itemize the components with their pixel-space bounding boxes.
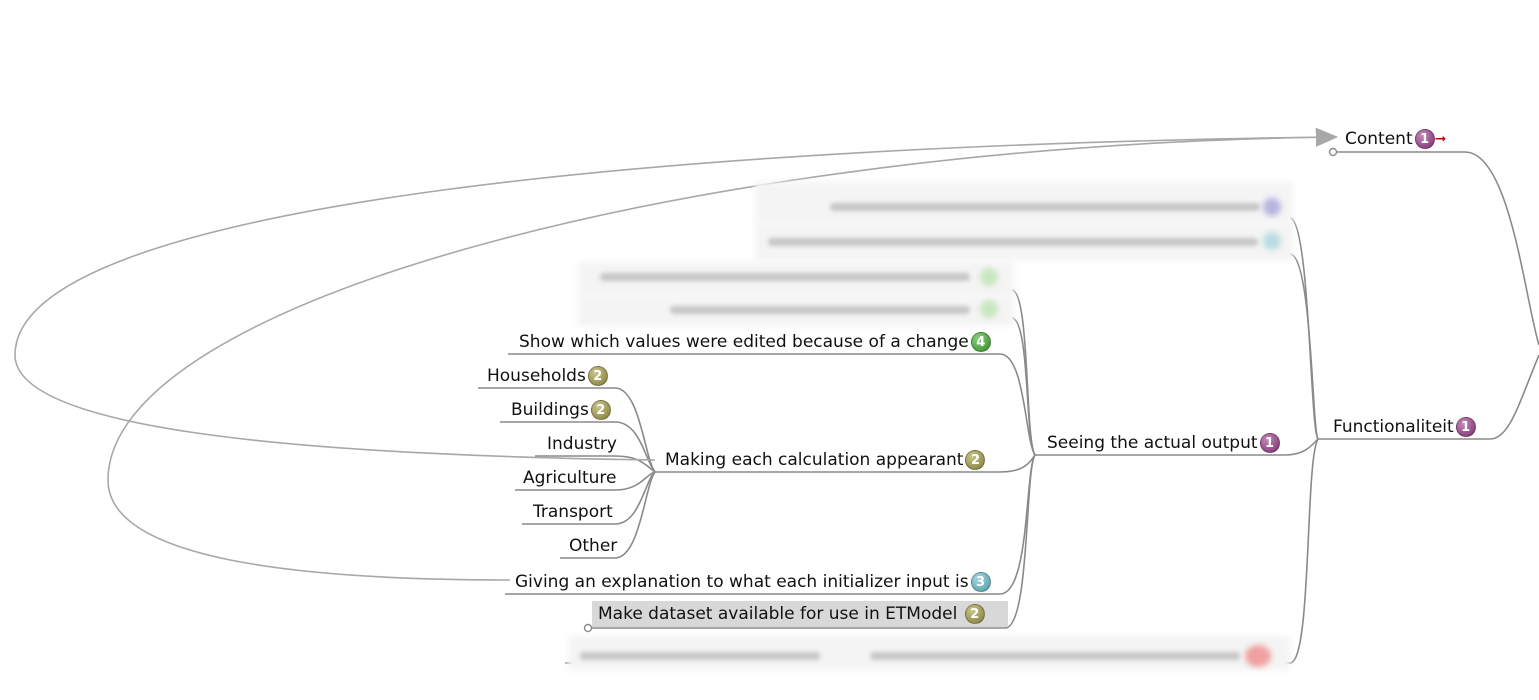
priority-badge-icon: 2: [587, 366, 608, 386]
node-giving-label: Giving an explanation to what each initi…: [515, 572, 969, 592]
arrow-making-to-content: [14, 127, 1339, 461]
redacted-text-3: [600, 273, 970, 281]
connector-making-other: [560, 471, 656, 559]
connector-making-transport: [522, 471, 656, 525]
priority-badge-icon: 4: [970, 332, 991, 352]
node-agriculture[interactable]: Agriculture: [523, 467, 617, 489]
node-households-label: Households: [487, 366, 586, 386]
node-show-which-values[interactable]: Show which values were edited because of…: [519, 331, 991, 353]
connector-func-seeing: [1284, 438, 1319, 456]
connector-seeing-dataset: [1004, 454, 1036, 629]
connector-making-agriculture: [515, 471, 656, 491]
arrow-giving-to-content: [107, 136, 1336, 581]
node-industry-label: Industry: [547, 434, 617, 454]
node-transport-label: Transport: [533, 502, 613, 522]
node-industry[interactable]: Industry: [547, 433, 617, 455]
priority-badge-icon: 1: [1259, 433, 1280, 453]
connector-seeing-giving: [999, 454, 1036, 595]
connector-seeing-making: [999, 454, 1036, 473]
node-content-label: Content: [1345, 129, 1413, 149]
node-giving-explanation[interactable]: Giving an explanation to what each initi…: [515, 571, 991, 593]
redacted-badge-2: [1263, 232, 1281, 250]
node-make-dataset-available[interactable]: Make dataset available for use in ETMode…: [592, 601, 1008, 627]
redacted-text-bottom-a: [580, 652, 820, 660]
node-functionaliteit-label: Functionaliteit: [1333, 417, 1454, 437]
connector-seeing-blur3: [1011, 289, 1036, 456]
connector-seeing-show: [999, 353, 1036, 456]
content-anchor-dot: [1328, 147, 1338, 157]
priority-badge-icon: 2: [964, 604, 985, 624]
node-other[interactable]: Other: [569, 535, 617, 557]
priority-badge-icon: 3: [970, 572, 991, 592]
node-buildings-label: Buildings: [511, 400, 589, 420]
redacted-text-4: [670, 306, 970, 314]
node-agriculture-label: Agriculture: [523, 468, 617, 488]
redacted-text-2: [768, 238, 1258, 246]
node-show-values-label: Show which values were edited because of…: [519, 332, 969, 352]
node-make-dataset-label: Make dataset available for use in ETMode…: [598, 604, 958, 624]
connector-making-buildings: [500, 421, 656, 473]
connector-root-content: [1464, 151, 1539, 346]
link-arrow-icon[interactable]: ➞: [1434, 131, 1447, 147]
connector-func-blur-bottom: [1289, 438, 1319, 664]
connector-seeing-blur4: [1011, 317, 1036, 456]
redacted-badge-3: [980, 268, 998, 286]
priority-badge-icon: 2: [590, 400, 611, 420]
priority-badge-icon: 1: [1455, 417, 1476, 437]
dataset-anchor-dot: [583, 623, 593, 633]
redacted-badge-bottom: [1245, 645, 1271, 667]
redacted-text-1: [830, 203, 1260, 211]
redacted-badge-1: [1263, 198, 1281, 216]
priority-badge-icon: 2: [965, 450, 986, 470]
connector-func-blur2: [1289, 253, 1319, 440]
priority-badge-icon: 1: [1414, 129, 1435, 149]
node-other-label: Other: [569, 536, 618, 556]
redacted-node-1: [755, 182, 1293, 222]
connector-root-functionaliteit: [1489, 354, 1539, 440]
redacted-badge-4: [980, 300, 998, 318]
redacted-text-bottom-b: [870, 652, 1240, 660]
node-transport[interactable]: Transport: [533, 501, 613, 523]
node-seeing-label: Seeing the actual output: [1047, 433, 1258, 453]
node-making-label: Making each calculation appearant: [665, 450, 964, 470]
